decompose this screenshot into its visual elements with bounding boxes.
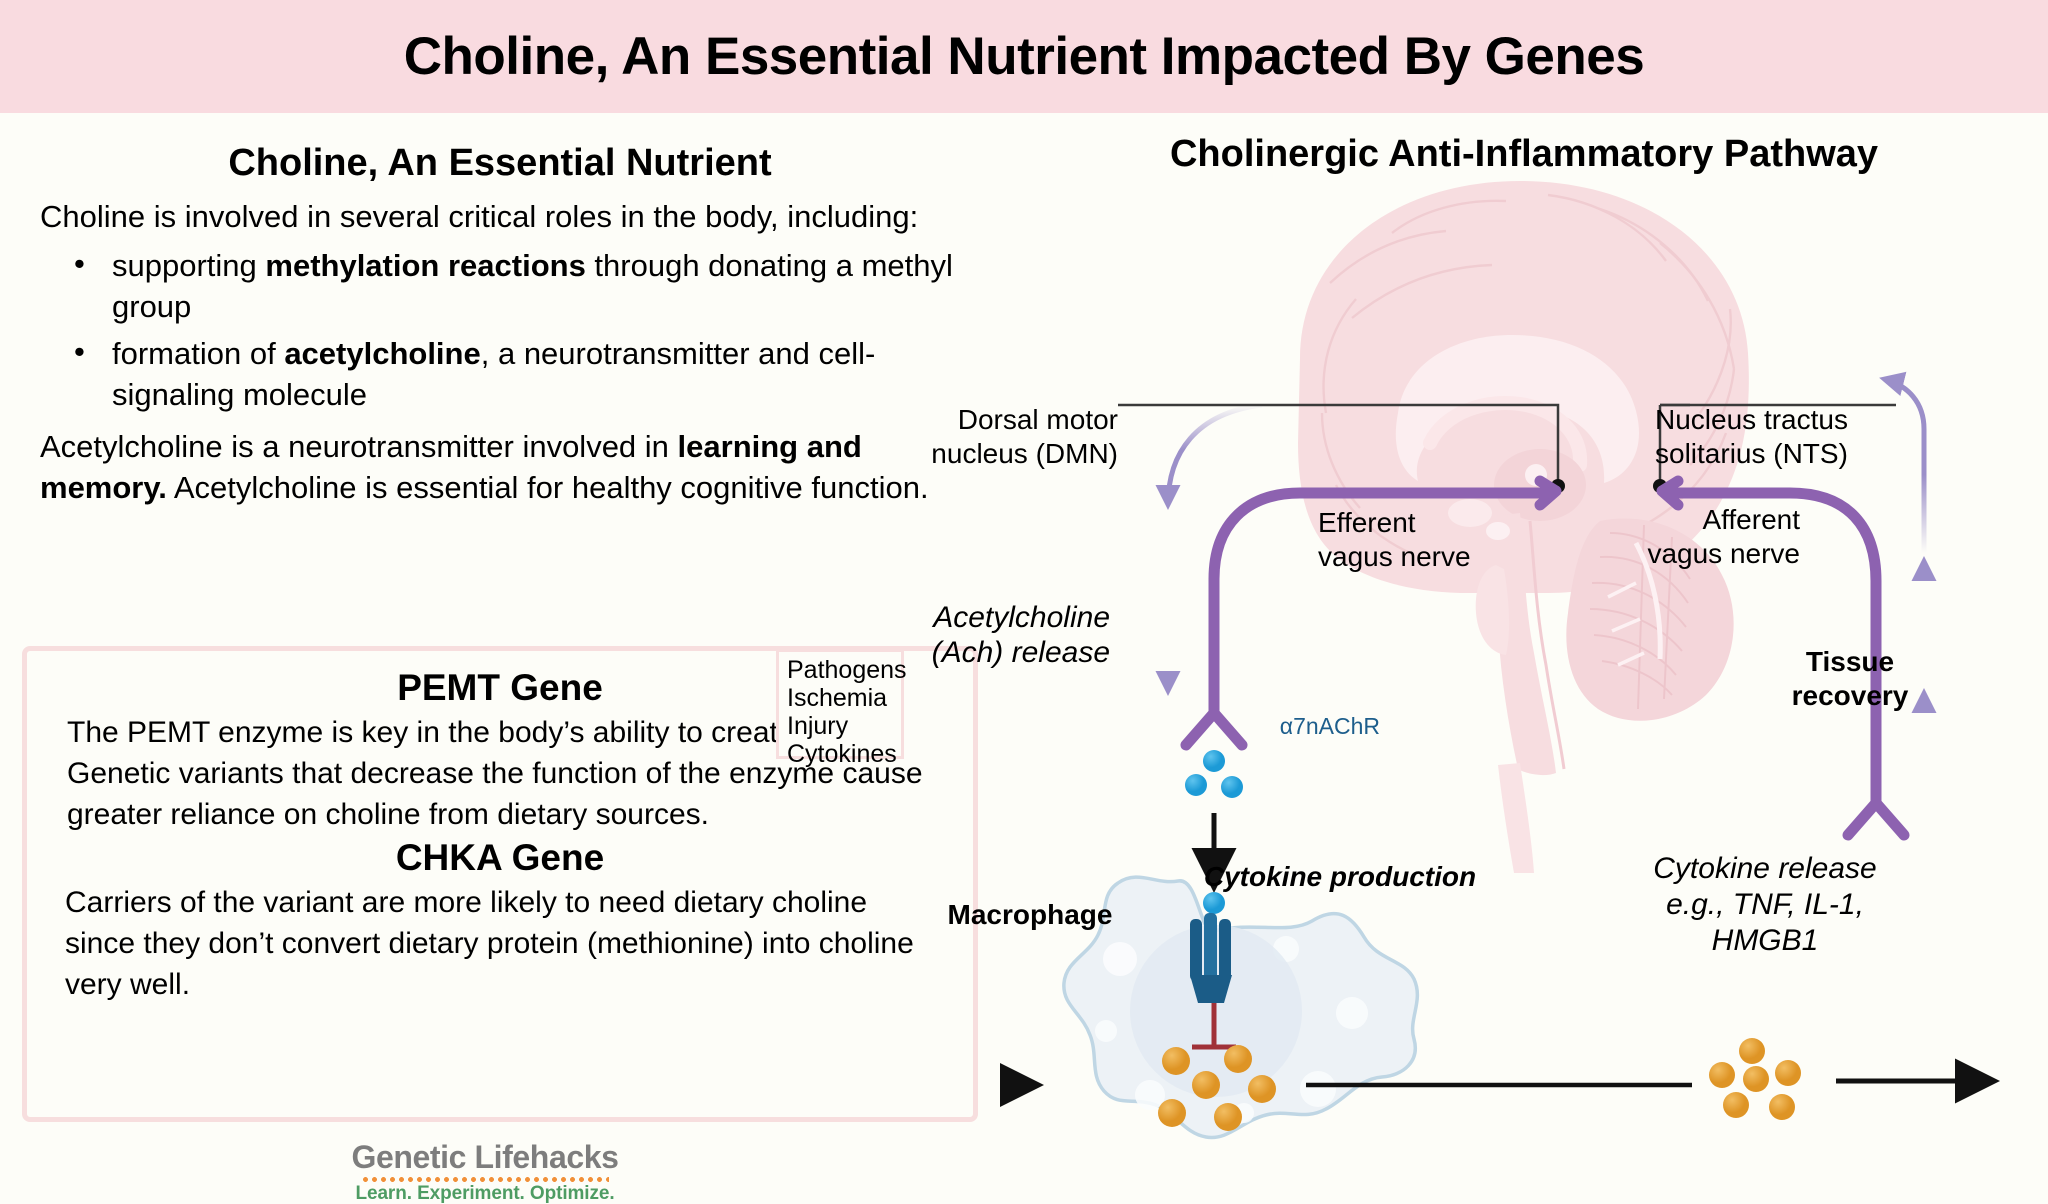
afferent-vagus-path bbox=[1656, 475, 1910, 841]
pathway-diagram bbox=[908, 113, 2048, 1152]
page-title: Choline, An Essential Nutrient Impacted … bbox=[403, 27, 1645, 86]
cytokine-particles-intracellular bbox=[1158, 1045, 1276, 1131]
logo-dot-divider bbox=[361, 1176, 609, 1183]
page-header: Choline, An Essential Nutrient Impacted … bbox=[0, 0, 2048, 113]
alpha7-nachr-receptor bbox=[1190, 913, 1232, 1003]
emphasis-text: methylation reactions bbox=[265, 247, 586, 283]
choline-section-title: Choline, An Essential Nutrient bbox=[228, 142, 772, 184]
stimulus-item: Ischemia bbox=[787, 684, 888, 712]
acetylcholine-paragraph: Acetylcholine is a neurotransmitter invo… bbox=[40, 428, 929, 505]
choline-intro-text: Choline is involved in several critical … bbox=[40, 198, 919, 234]
bound-ach-molecule bbox=[1203, 892, 1225, 914]
efferent-vagus-path bbox=[1180, 475, 1562, 751]
emphasis-text: acetylcholine bbox=[284, 335, 481, 371]
genetic-lifehacks-logo: Genetic Lifehacks Learn. Experiment. Opt… bbox=[345, 1141, 625, 1203]
chka-gene-body: Carriers of the variant are more likely … bbox=[65, 886, 914, 1001]
choline-roles-list: supporting methylation reactions through… bbox=[0, 244, 1000, 416]
label-cytokine-production: Cytokine production bbox=[1203, 861, 1477, 892]
label-afferent-vagus-nerve: Afferent vagus nerve bbox=[1647, 504, 1800, 569]
stimulus-item: Cytokines bbox=[787, 740, 897, 768]
efferent-direction-arrows bbox=[1155, 402, 1263, 696]
label-acetylcholine-release: Acetylcholine (Ach) release bbox=[931, 601, 1110, 670]
logo-tagline: Learn. Experiment. Optimize. bbox=[355, 1183, 615, 1204]
label-macrophage: Macrophage bbox=[947, 899, 1113, 930]
stimulus-item: Injury bbox=[787, 712, 849, 740]
pemt-gene-title: PEMT Gene bbox=[397, 667, 603, 708]
label-alpha7-nachr: α7nAChR bbox=[1279, 713, 1380, 739]
list-item: supporting methylation reactions through… bbox=[74, 244, 970, 328]
emphasis-text: learning and memory. bbox=[40, 428, 862, 505]
list-item: formation of acetylcholine, a neurotrans… bbox=[74, 332, 970, 416]
label-efferent-vagus-nerve: Efferent vagus nerve bbox=[1318, 507, 1471, 572]
chka-gene-title: CHKA Gene bbox=[395, 837, 605, 879]
right-panel: Cholinergic Anti-Inflammatory Pathway bbox=[776, 113, 2048, 1152]
pemt-gene-body: The PEMT enzyme is key in the body’s abi… bbox=[67, 716, 923, 831]
cytokine-particles-released bbox=[1709, 1038, 1801, 1120]
pathway-svg bbox=[908, 181, 2000, 1140]
afferent-direction-arrows bbox=[1879, 371, 1937, 803]
stimulus-item: Pathogens bbox=[787, 656, 907, 684]
logo-name: Genetic Lifehacks bbox=[351, 1139, 619, 1175]
acetylcholine-molecules bbox=[1185, 750, 1243, 798]
label-dorsal-motor-nucleus: Dorsal motor nucleus (DMN) bbox=[931, 404, 1118, 469]
label-tissue-recovery: Tissue recovery bbox=[1791, 646, 1909, 711]
label-nucleus-tractus-solitarius: Nucleus tractus solitarius (NTS) bbox=[1655, 404, 1848, 469]
leader-lines bbox=[1118, 403, 1896, 481]
inhibition-symbol bbox=[1192, 1003, 1236, 1050]
pathway-title: Cholinergic Anti-Inflammatory Pathway bbox=[1169, 133, 1879, 175]
